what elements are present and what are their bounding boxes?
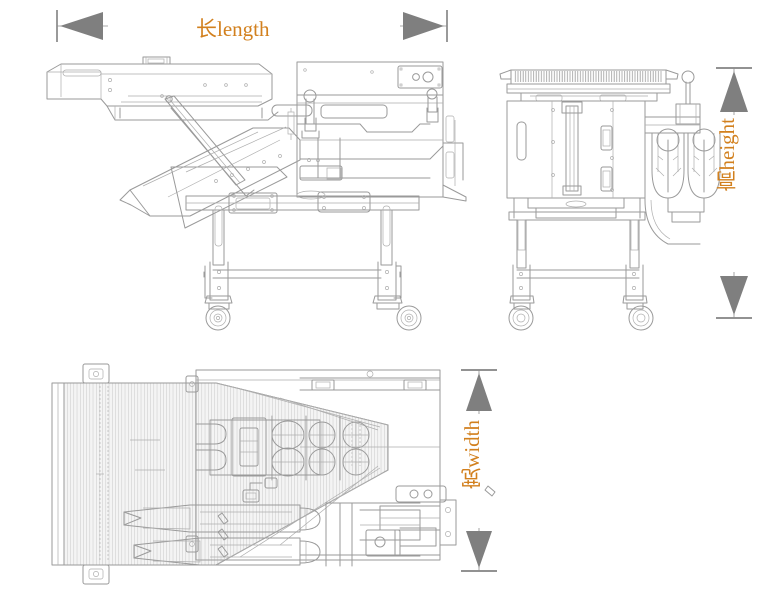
plan-machine-body xyxy=(185,369,447,561)
conveyor-support-strut xyxy=(164,95,255,197)
chain-guard-detail xyxy=(287,108,295,140)
caster-wheel-right xyxy=(396,305,422,331)
lower-cross-rail xyxy=(212,269,382,279)
front-elevation-view xyxy=(499,69,721,331)
door-handle xyxy=(516,121,527,161)
handle-slot-right xyxy=(320,104,388,119)
arrow-up-icon xyxy=(720,71,748,112)
front-table-frame xyxy=(508,197,654,331)
infeed-conveyor-assembly xyxy=(46,56,279,121)
front-caster-right xyxy=(628,305,654,331)
table-frame-top-rail xyxy=(185,190,420,214)
machine-main-cabinet xyxy=(271,61,467,202)
arrow-down-icon xyxy=(466,531,492,568)
control-panel xyxy=(397,65,443,89)
handle-slot-left xyxy=(271,104,313,117)
top-comb-deck xyxy=(499,69,679,102)
arrow-right-icon xyxy=(403,12,444,40)
control-button-large xyxy=(422,71,434,83)
tapered-infeed-belt xyxy=(51,363,389,585)
front-cabinet-body xyxy=(506,100,646,219)
arrow-left-icon xyxy=(60,12,103,40)
belt-mount-tab-bottom xyxy=(82,564,110,585)
width-dimension-group xyxy=(461,369,497,572)
front-caster-left xyxy=(508,305,534,331)
leg-assembly-left xyxy=(204,205,233,331)
belt-mount-tab-top xyxy=(82,363,110,384)
control-button-small xyxy=(412,73,420,81)
arrow-up-icon xyxy=(466,373,492,411)
arrow-down-icon xyxy=(720,276,748,315)
leg-assembly-right xyxy=(372,205,422,331)
length-dimension-label: 长length xyxy=(196,17,270,41)
lever-knob xyxy=(681,70,695,84)
height-dimension-group xyxy=(716,67,752,319)
height-dimension-label: 高height xyxy=(715,118,739,192)
width-dimension-label: 宽width xyxy=(460,420,484,489)
length-dimension-group xyxy=(56,10,448,42)
top-plan-view xyxy=(51,363,496,585)
side-elevation-view xyxy=(46,56,467,331)
lower-tilted-chute xyxy=(119,126,301,229)
twin-discharge-chutes xyxy=(644,70,721,245)
plan-discharge-chutes xyxy=(123,477,496,567)
caster-wheel-left xyxy=(205,305,231,331)
